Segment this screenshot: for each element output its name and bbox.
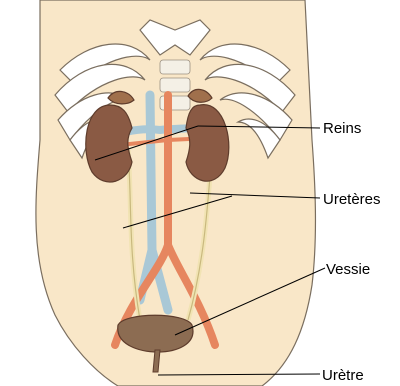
label-urethra: Urètre (322, 368, 364, 383)
label-ureters: Uretères (323, 192, 381, 207)
label-bladder: Vessie (326, 262, 370, 277)
left-kidney (86, 105, 132, 182)
label-kidneys: Reins (323, 121, 361, 136)
